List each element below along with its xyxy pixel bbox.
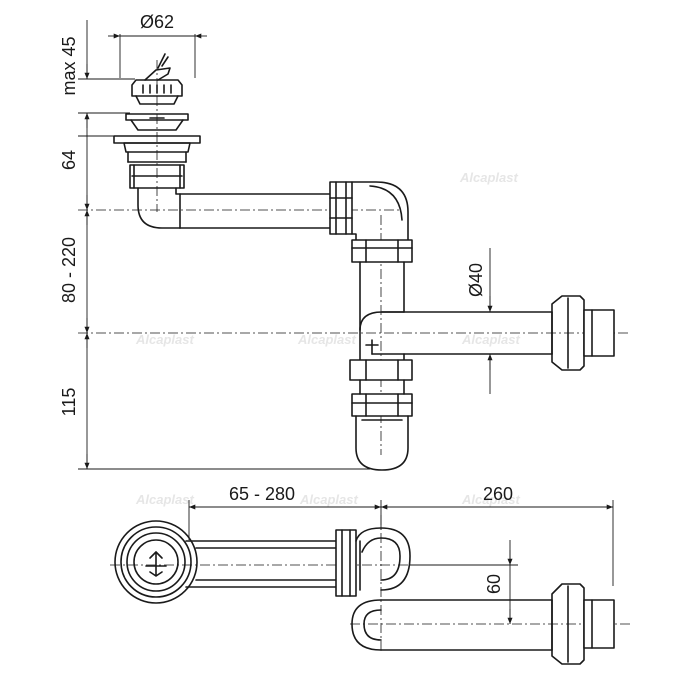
tee-detail: [365, 339, 379, 355]
label-65-280: 65 - 280: [229, 484, 295, 504]
strainer-elbow-inner: [175, 187, 181, 195]
strainer-nut: [129, 164, 185, 189]
strainer-plug: [131, 53, 183, 105]
elbow-outer: [351, 181, 409, 241]
outlet-pipe: [381, 311, 553, 355]
strainer-elbow-outer: [137, 187, 181, 229]
vertical-tube: [359, 261, 405, 365]
label-64: 64: [59, 150, 79, 170]
top-dimensions: 65 - 280 260 60: [188, 484, 614, 624]
top-upper-nut: [335, 529, 357, 597]
watermark-3: Alcaplast: [297, 332, 356, 347]
upper-horizontal-pipe: [179, 193, 331, 229]
watermark-5: Alcaplast: [135, 492, 194, 507]
watermark-6: Alcaplast: [299, 492, 358, 507]
watermark-7: Alcaplast: [461, 492, 520, 507]
label-max45: max 45: [59, 36, 79, 95]
label-60: 60: [484, 574, 504, 594]
top-trap-inner: [361, 537, 401, 581]
top-outlet-u-inner: [363, 609, 382, 641]
watermarks: Alcaplast Alcaplast Alcaplast Alcaplast …: [135, 170, 520, 507]
tee-upper-curve: [359, 311, 405, 331]
watermark-2: Alcaplast: [135, 332, 194, 347]
trap-bowl: [355, 415, 409, 471]
top-upper-pipe: [185, 540, 337, 588]
side-dimensions: Ø62 max 45 64 80 - 220 115 Ø40: [59, 12, 493, 470]
label-d40: Ø40: [466, 263, 486, 297]
top-outlet-u-outer: [351, 599, 382, 651]
watermark-1: Alcaplast: [459, 170, 518, 185]
label-115: 115: [59, 388, 79, 417]
elbow-shade: [369, 185, 403, 221]
tee-lower-nut: [349, 359, 413, 381]
label-260: 260: [483, 484, 513, 504]
top-wall-rosette: [551, 583, 615, 665]
vertical-upper-nut: [351, 239, 413, 263]
strainer-top-view: [114, 520, 198, 604]
trap-nut: [351, 393, 413, 417]
elbow-inner: [351, 233, 357, 241]
strainer-flange: [113, 113, 201, 163]
label-80-220: 80 - 220: [59, 237, 79, 303]
wall-rosette: [551, 295, 615, 371]
label-d62: Ø62: [140, 12, 174, 32]
upper-pipe-nut: [329, 181, 353, 235]
top-outlet-pipe: [380, 599, 553, 651]
top-trap-outer: [355, 527, 411, 591]
watermark-4: Alcaplast: [461, 332, 520, 347]
top-view: [110, 515, 630, 665]
side-view: [78, 53, 630, 471]
